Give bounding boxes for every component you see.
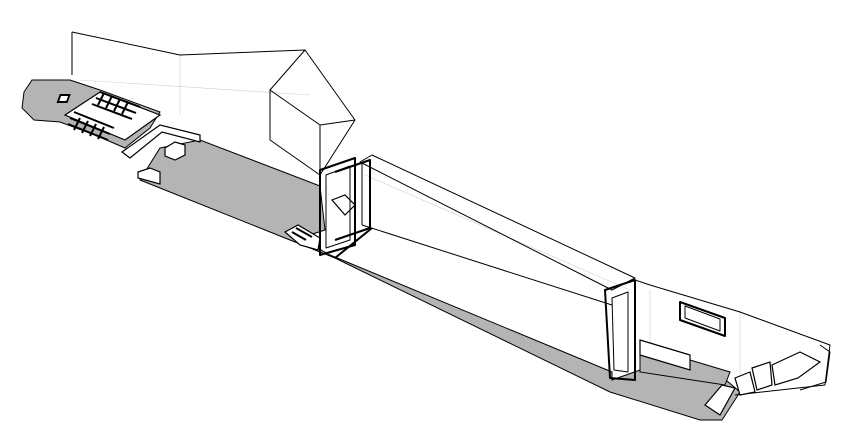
stair-left	[56, 91, 162, 141]
floor-main	[139, 139, 741, 421]
stair-center	[283, 194, 356, 251]
low-walls-left	[120, 124, 201, 185]
long-box	[334, 154, 636, 306]
construction-lines	[79, 55, 741, 375]
window	[679, 301, 726, 337]
rubble-right	[704, 344, 831, 416]
door-frame-right	[604, 279, 636, 381]
upper-building	[71, 31, 356, 176]
door-frame-center	[319, 157, 371, 256]
